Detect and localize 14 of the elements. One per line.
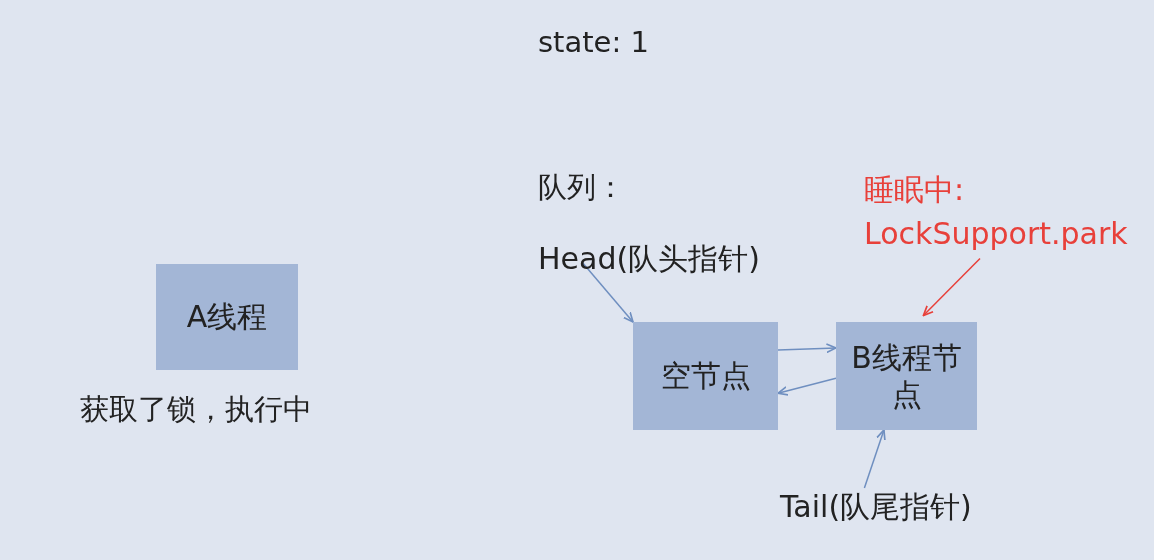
arrow: [863, 429, 886, 489]
arrow: [777, 343, 837, 354]
caption-text: 获取了锁，执行中: [80, 391, 312, 428]
arrow: [922, 257, 981, 317]
arrow: [581, 261, 634, 323]
arrow: [777, 377, 837, 396]
queue-node-box: B线程节点: [836, 322, 977, 430]
text-label: 队列：: [538, 169, 625, 206]
queue-node-box: 空节点: [633, 322, 778, 430]
status-note: 睡眠中: LockSupport.park: [864, 168, 1154, 255]
pointer-label: Tail(队尾指针): [780, 488, 972, 526]
thread-box: A线程: [156, 264, 298, 370]
pointer-label: Head(队头指针): [538, 240, 760, 278]
text-label: state: 1: [538, 25, 649, 59]
